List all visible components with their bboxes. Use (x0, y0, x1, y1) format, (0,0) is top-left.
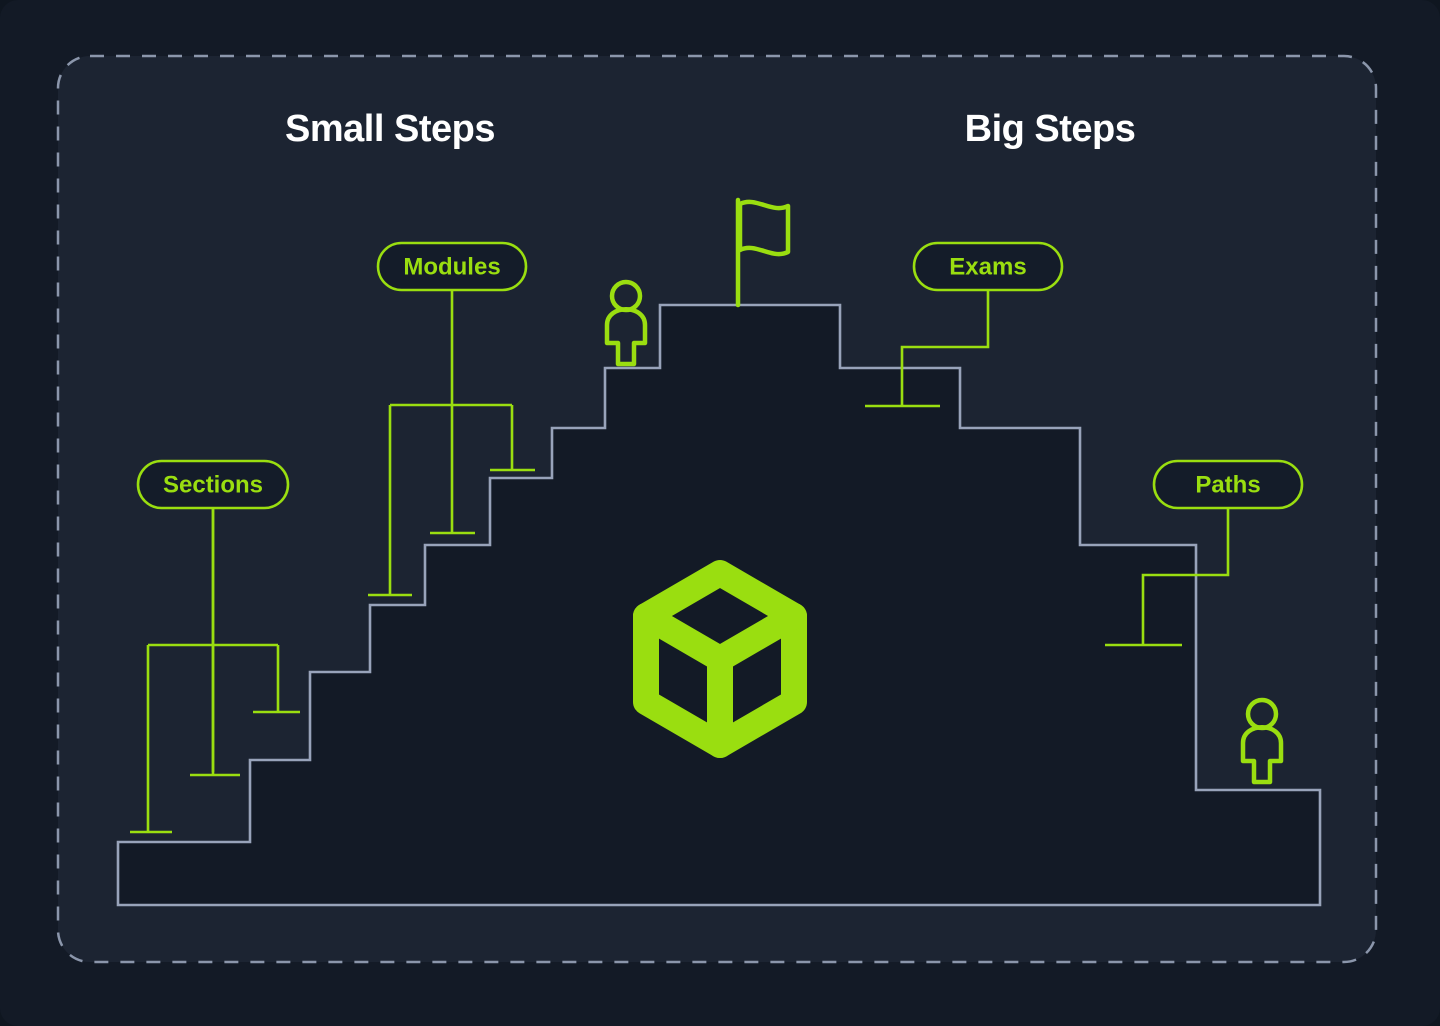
label-pill-sections-shape[interactable] (136, 459, 290, 510)
label-pill-sections[interactable]: Sections (136, 459, 290, 510)
heading-small-steps: Small Steps (285, 108, 495, 150)
label-pill-exams-shape[interactable] (912, 241, 1064, 292)
cube-logo-icon (633, 560, 807, 758)
label-pill-exams[interactable]: Exams (912, 241, 1064, 292)
label-pill-modules-shape[interactable] (376, 241, 528, 292)
label-pill-modules-text: Modules (403, 253, 500, 280)
label-pill-paths[interactable]: Paths (1152, 459, 1304, 510)
person-icon-right (1240, 697, 1284, 785)
connector-modules-line (388, 290, 514, 595)
staircase-outline (116, 303, 1322, 907)
connector-paths-line (1141, 508, 1230, 645)
flag-icon (735, 197, 791, 308)
label-pill-sections-text: Sections (163, 471, 263, 498)
person-icon-left (604, 279, 648, 367)
connector-exams-line (900, 290, 990, 406)
label-pill-modules[interactable]: Modules (376, 241, 528, 292)
connector-modules (368, 290, 535, 597)
label-pill-exams-text: Exams (949, 253, 1026, 280)
label-pill-paths-text: Paths (1195, 471, 1260, 498)
connector-sections (130, 508, 300, 834)
connector-exams (865, 290, 990, 408)
heading-big-steps: Big Steps (965, 108, 1136, 150)
label-pill-paths-shape[interactable] (1152, 459, 1304, 510)
connector-paths (1105, 508, 1230, 647)
